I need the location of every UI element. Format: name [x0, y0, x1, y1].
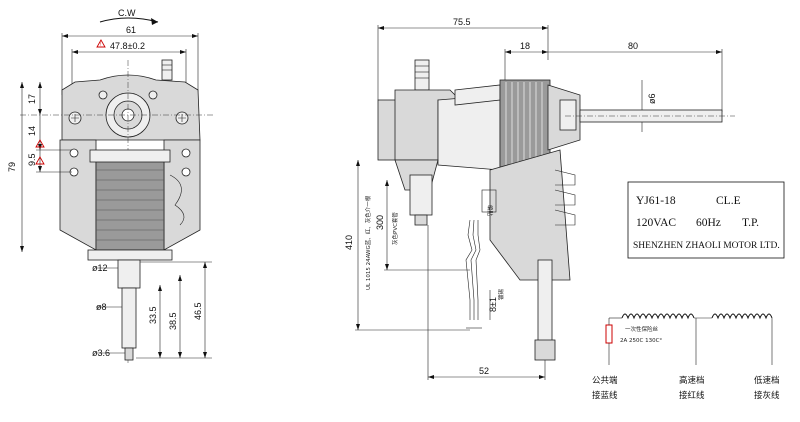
low-wire-color: 接灰线 — [754, 390, 780, 401]
nameplate-voltage: 120VAC — [636, 217, 676, 229]
warning-icon-2 — [35, 139, 45, 148]
dia-3-6: ø3.6 — [92, 348, 110, 358]
fuse-label: 一次性保险丝 — [625, 325, 659, 333]
mid-housing — [437, 94, 501, 171]
low-terminal-label: 低速档 — [754, 375, 780, 386]
dim-52: 52 — [479, 366, 489, 376]
dim-14: 14 — [27, 126, 37, 136]
dim-300: 300 — [375, 215, 385, 230]
dim-9-5: 9.5 — [27, 153, 37, 166]
side-nozzle — [414, 59, 430, 91]
nameplate-model: YJ61-18 — [636, 195, 676, 207]
rotation-arrow-icon — [99, 17, 159, 23]
note-sleeve: 灰色PVC套管 — [391, 212, 399, 245]
nameplate-frequency: 60Hz — [696, 217, 721, 229]
nameplate-maker: SHENZHEN ZHAOLI MOTOR LTD. — [633, 241, 780, 251]
dim-46-5: 46.5 — [193, 302, 203, 320]
dim-61: 61 — [126, 25, 136, 35]
dim-18: 18 — [520, 41, 530, 51]
dia-6: ø6 — [647, 93, 657, 104]
dim-410: 410 — [344, 235, 354, 250]
dim-47-8: 47.8±0.2 — [110, 41, 145, 51]
dim-17: 17 — [27, 94, 37, 104]
wiring-diagram: 一次性保险丝 2A 250C 130C° 公共端 接蓝线 高速档 接红线 低速档… — [592, 313, 780, 401]
fuse-rating: 2A 250C 130C° — [620, 338, 662, 344]
svg-text:!: ! — [100, 42, 101, 48]
warning-icon-3 — [35, 156, 45, 165]
common-terminal-label: 公共端 — [592, 375, 618, 386]
dim-79: 79 — [7, 162, 17, 172]
nameplate-tp: T.P. — [742, 217, 759, 229]
nameplate-class: CL.E — [716, 195, 741, 207]
side-view: 75.5 18 80 ø6 — [344, 17, 735, 380]
coil-main — [621, 313, 695, 320]
lower-bracket — [489, 149, 571, 281]
dim-80: 80 — [628, 41, 638, 51]
warning-icon — [96, 39, 106, 48]
coil-low — [711, 313, 773, 320]
nameplate-box — [627, 181, 785, 259]
fuse-icon — [605, 324, 613, 344]
note-ul: UL 1015 24AWG蓝、红、灰色介一根 — [364, 195, 372, 290]
dim-33-5: 33.5 — [148, 306, 158, 324]
dia-12: ø12 — [92, 263, 108, 273]
dia-8: ø8 — [96, 302, 107, 312]
dim-8-1: 8±1 — [488, 297, 498, 312]
nameplate: YJ61-18 CL.E 120VAC 60Hz T.P. SHENZHEN Z… — [627, 181, 785, 259]
shaft-collar — [117, 259, 141, 289]
high-wire-color: 接红线 — [679, 390, 705, 401]
rotation-arrowhead-icon — [151, 18, 158, 25]
shaft — [121, 287, 137, 349]
note-tin: 镀锡 — [497, 288, 505, 300]
front-view: C.W 61 ! 47.8±0.2 — [7, 8, 215, 365]
stator-coil — [95, 159, 165, 251]
dim-38-5: 38.5 — [168, 312, 178, 330]
rotation-label: C.W — [118, 8, 136, 18]
note-tag: 编贴 — [486, 205, 494, 217]
common-wire-color: 接蓝线 — [592, 390, 618, 401]
high-terminal-label: 高速档 — [679, 375, 705, 386]
dim-75-5: 75.5 — [453, 17, 471, 27]
